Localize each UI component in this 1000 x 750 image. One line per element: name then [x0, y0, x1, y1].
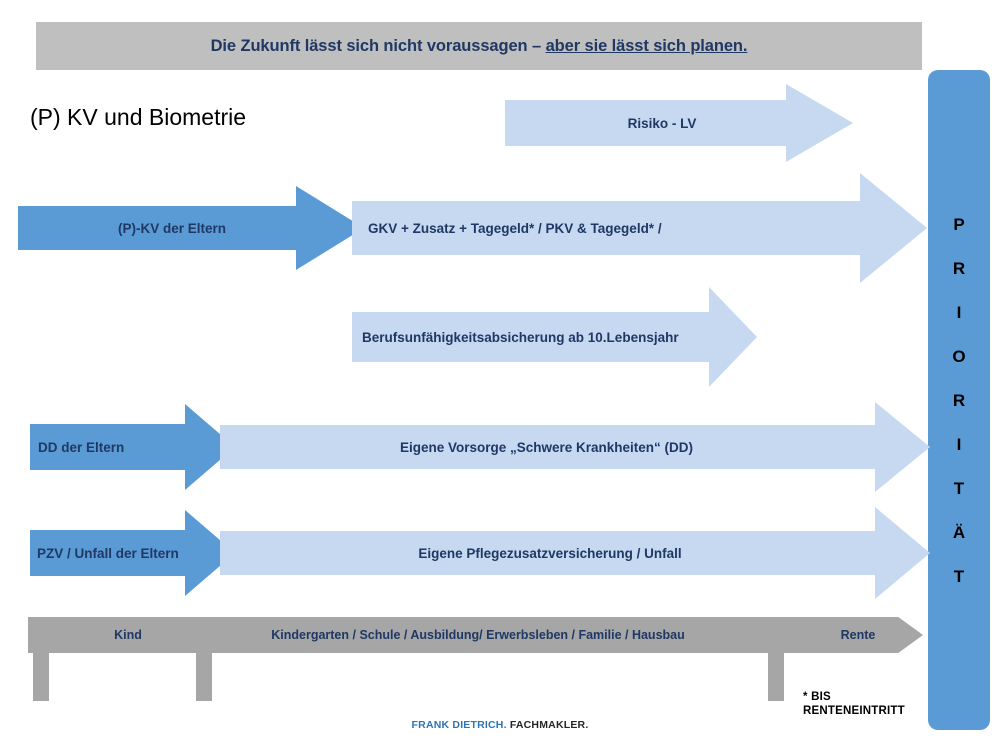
arrow-pzv-eltern[interactable]: PZV / Unfall der Eltern	[30, 510, 235, 596]
priority-letter-5: I	[956, 434, 962, 454]
header-text-plain: Die Zukunft lässt sich nicht voraussagen…	[210, 36, 546, 55]
priority-letter-0: P	[953, 214, 965, 234]
priority-panel: P R I O R I T Ä T	[928, 70, 990, 730]
priority-letter-3: O	[952, 346, 966, 366]
timeline-tick-2	[196, 653, 212, 701]
priority-letter-4: R	[952, 390, 966, 410]
timeline-label-mitte: Kindergarten / Schule / Ausbildung/ Erwe…	[271, 628, 685, 642]
header-banner: Die Zukunft lässt sich nicht voraussagen…	[36, 22, 922, 70]
arrow-shape-risiko-lv	[505, 84, 853, 162]
timeline-label-kind: Kind	[114, 628, 142, 642]
arrow-pkv-eltern[interactable]: (P)-KV der Eltern	[18, 186, 364, 270]
brand-name: FRANK DIETRICH.	[411, 719, 507, 731]
arrow-shape-pkv-eltern	[18, 186, 364, 270]
arrow-risiko-lv[interactable]: Risiko - LV	[505, 84, 853, 162]
arrow-shape-pzv-eltern	[30, 510, 235, 596]
arrow-dd-eltern[interactable]: DD der Eltern	[30, 404, 235, 490]
brand-footer: FRANK DIETRICH. FACHMAKLER.	[0, 719, 1000, 731]
arrow-berufsunfaehigkeit[interactable]: Berufsunfähigkeitsabsicherung ab 10.Lebe…	[352, 287, 757, 387]
footnote-line-2: RENTENEINTRITT	[803, 705, 905, 718]
priority-letter-1: R	[952, 258, 966, 278]
arrow-eigene-vorsorge[interactable]: Eigene Vorsorge „Schwere Krankheiten“ (D…	[220, 402, 930, 492]
priority-letter-8: T	[953, 566, 965, 586]
priority-letter-6: T	[953, 478, 965, 498]
arrow-shape-eigene-vorsorge	[220, 402, 930, 492]
priority-letter-7: Ä	[952, 522, 966, 542]
brand-role: FACHMAKLER.	[506, 719, 589, 731]
timeline-shape	[28, 617, 923, 653]
arrow-shape-pflegezusatz	[220, 507, 930, 599]
timeline-tick-3	[768, 653, 784, 701]
priority-letter-2: I	[956, 302, 962, 322]
timeline-label-rente: Rente	[840, 628, 876, 642]
timeline-bar: Kind Kindergarten / Schule / Ausbildung/…	[28, 617, 923, 653]
arrow-shape-dd-eltern	[30, 404, 235, 490]
footnote: * BIS RENTENEINTRITT	[803, 690, 905, 719]
arrow-gkv-zusatz[interactable]: GKV + Zusatz + Tagegeld* / PKV & Tagegel…	[352, 173, 927, 283]
header-text-underlined: aber sie lässt sich planen.	[545, 36, 748, 55]
arrow-shape-berufsunfaehigkeit	[352, 287, 757, 387]
footnote-line-1: * BIS	[803, 691, 831, 703]
timeline-tick-1	[33, 653, 49, 701]
arrow-shape-gkv-zusatz	[352, 173, 927, 283]
arrow-pflegezusatz[interactable]: Eigene Pflegezusatzversicherung / Unfall	[220, 507, 930, 599]
header-banner-text: Die Zukunft lässt sich nicht voraussagen…	[211, 37, 748, 56]
page-title: (P) KV und Biometrie	[30, 104, 247, 130]
